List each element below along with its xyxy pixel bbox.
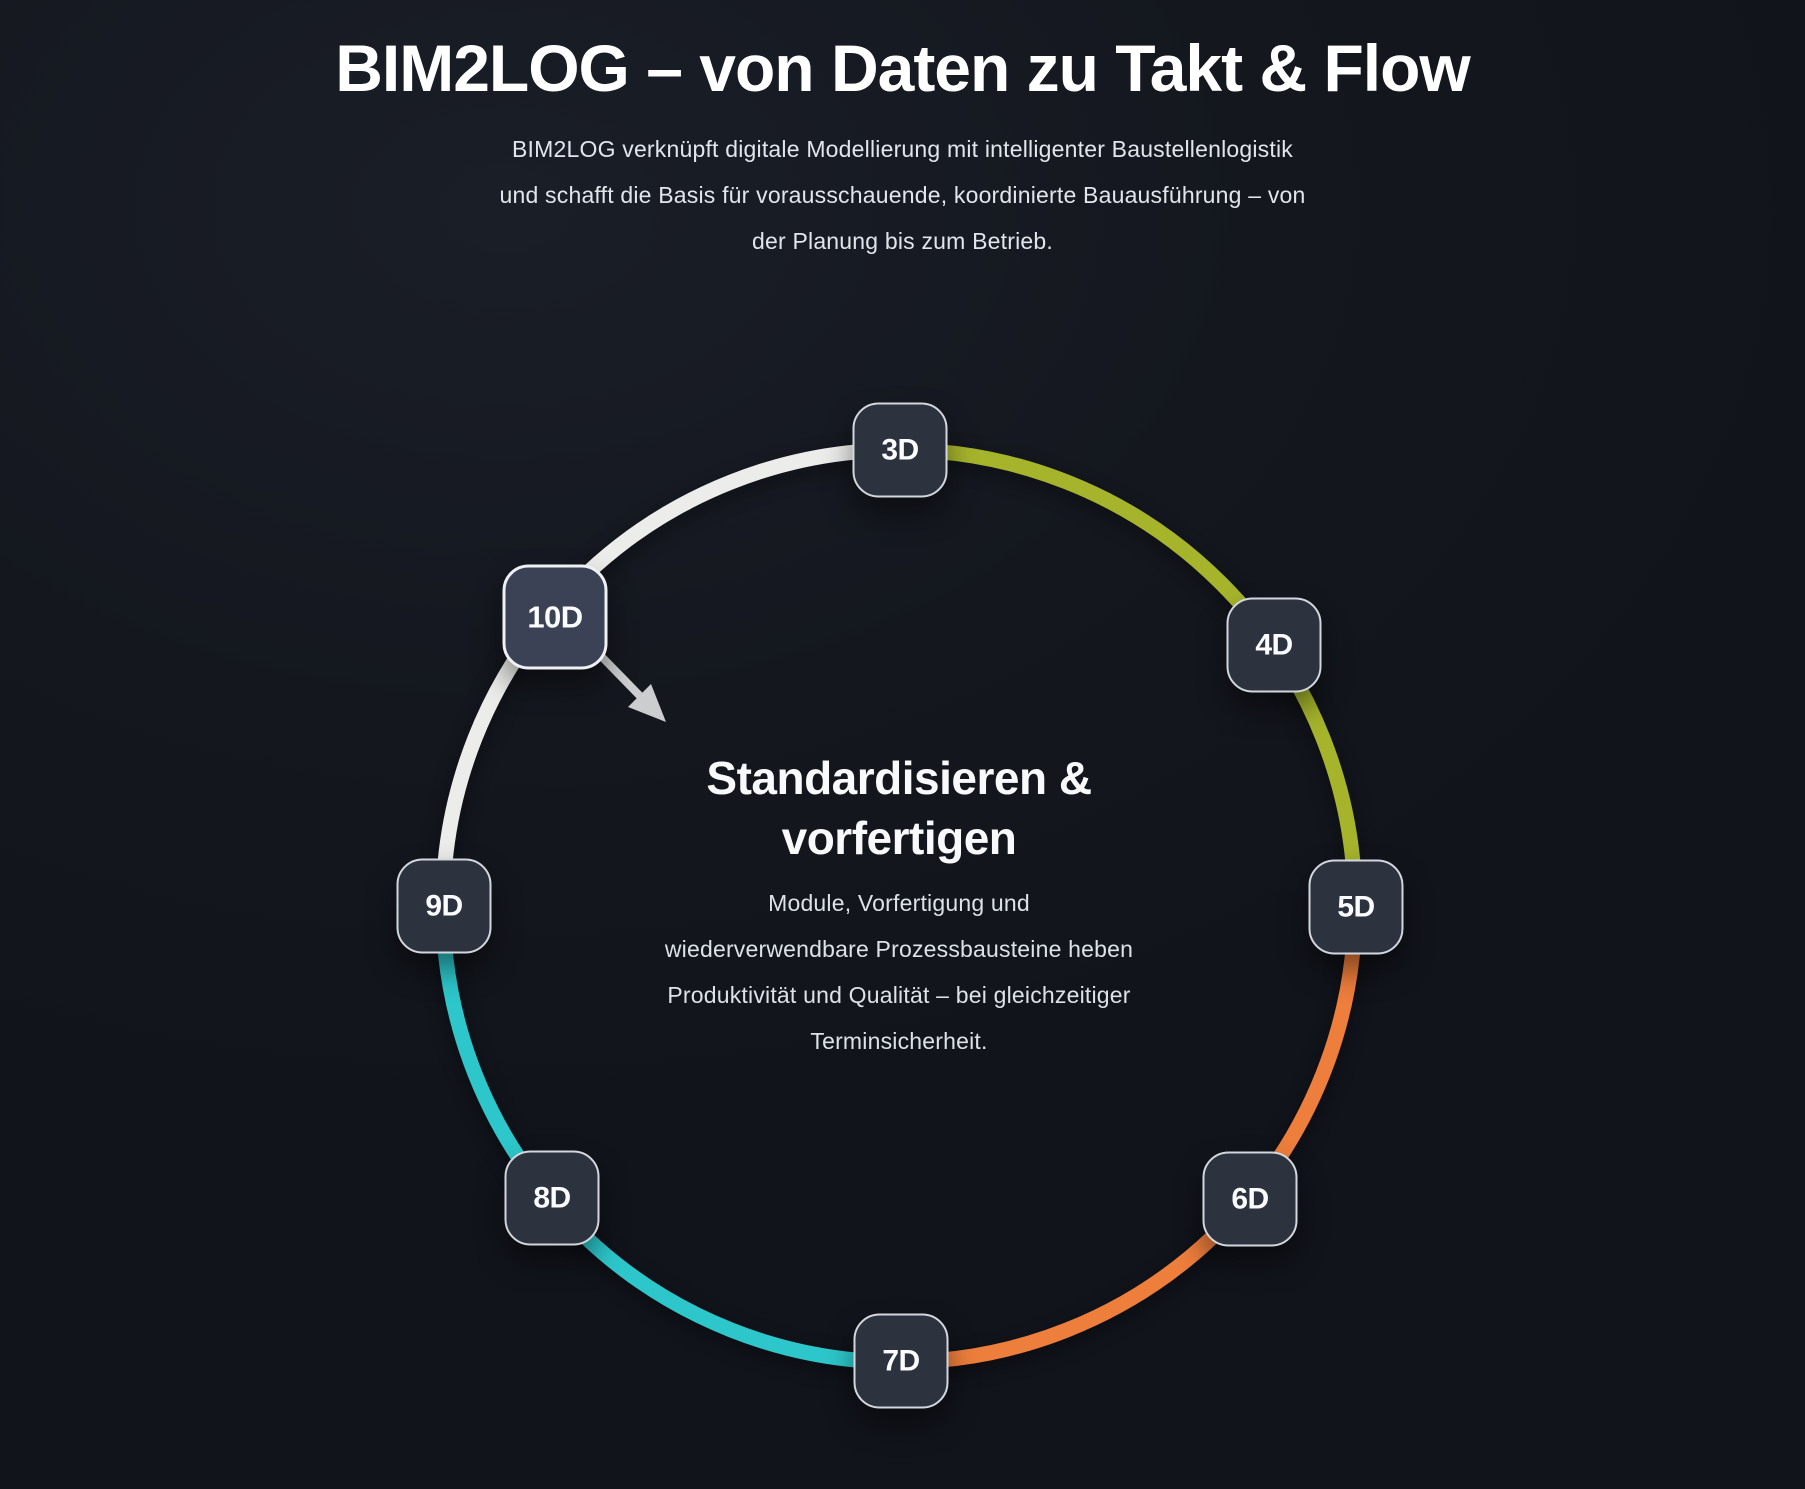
subtitle-line: und schafft die Basis für vorausschauend… [499,182,1306,208]
subtitle-line: BIM2LOG verknüpft digitale Modellierung … [512,136,1293,162]
step-node-3d[interactable]: 3D [852,402,948,498]
step-node-4d[interactable]: 4D [1226,597,1322,693]
active-step-arrow [596,651,666,722]
header-section: BIM2LOG – von Daten zu Takt & Flow BIM2L… [0,0,1805,264]
page-subtitle: BIM2LOG verknüpft digitale Modellierung … [0,126,1805,264]
step-node-label: 5D [1337,890,1375,923]
active-step-heading-line: vorfertigen [781,812,1017,864]
step-node-10d[interactable]: 10D [502,564,608,670]
active-step-description-line: Produktivität und Qualität – bei gleichz… [667,982,1131,1008]
step-node-label: 6D [1231,1182,1269,1215]
step-node-label: 8D [533,1181,571,1214]
step-node-label: 7D [882,1344,920,1377]
step-node-8d[interactable]: 8D [504,1150,600,1246]
subtitle-line: der Planung bis zum Betrieb. [752,228,1053,254]
active-step-description-line: wiederverwendbare Prozessbausteine heben [664,936,1134,962]
step-node-9d[interactable]: 9D [396,858,492,954]
arrow-shaft [596,651,645,701]
step-node-label: 9D [425,889,463,922]
step-node-label: 3D [881,433,919,466]
active-step-description: Module, Vorfertigung und wiederverwendba… [589,880,1209,1064]
step-node-label: 10D [527,599,583,634]
step-node-label: 4D [1255,628,1293,661]
active-step-heading: Standardisieren & vorfertigen [589,748,1209,868]
active-step-description-line: Terminsicherheit. [810,1028,988,1054]
arrow-head [628,684,666,722]
active-step-heading-line: Standardisieren & [706,752,1092,804]
arc-segment-3d-5d [898,442,1363,907]
page-title: BIM2LOG – von Daten zu Takt & Flow [335,31,1471,105]
active-step-description-line: Module, Vorfertigung und [768,890,1030,916]
step-node-6d[interactable]: 6D [1202,1151,1298,1247]
step-node-7d[interactable]: 7D [853,1313,949,1409]
step-node-5d[interactable]: 5D [1308,859,1404,955]
active-step-details: Standardisieren & vorfertigen Module, Vo… [589,748,1209,1064]
